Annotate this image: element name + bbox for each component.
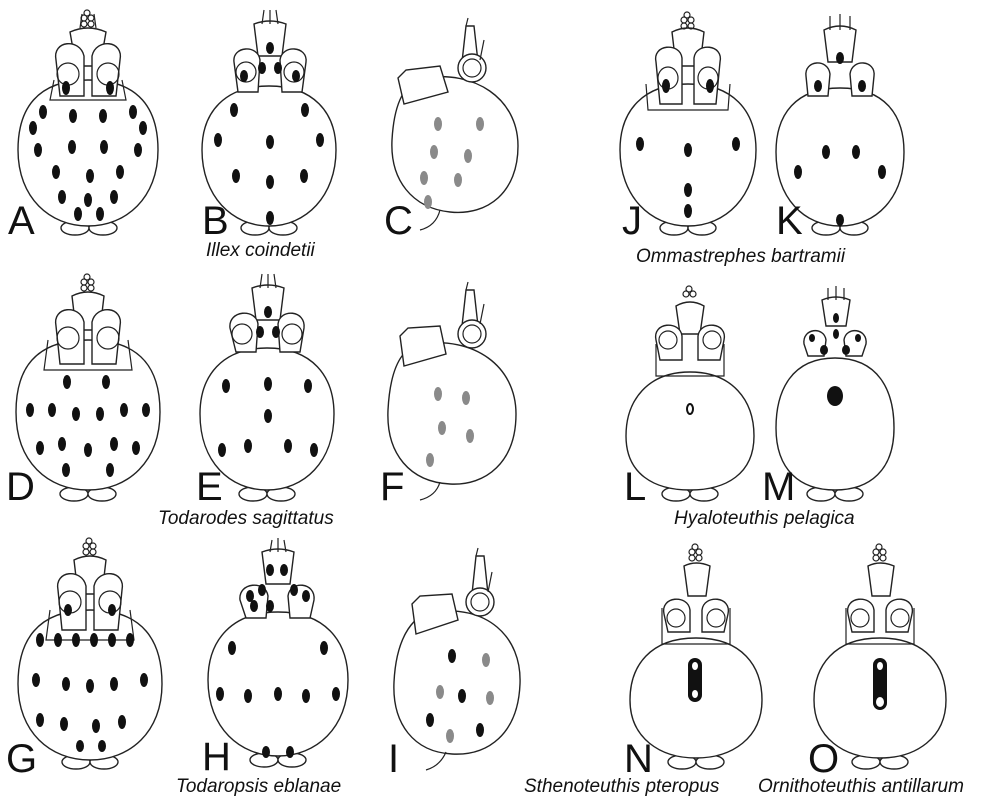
caption-todaropsis-eblanae: Todaropsis eblanae	[176, 776, 341, 797]
panel-a	[18, 10, 158, 235]
panel-d	[16, 274, 160, 501]
panel-i	[394, 548, 520, 770]
panel-n	[630, 544, 762, 769]
panel-letter-j: J	[622, 199, 642, 243]
panel-f	[388, 282, 516, 500]
squid-head-ventral	[18, 538, 162, 769]
squid-head-ventral	[814, 544, 946, 769]
caption-ornithoteuthis-antillarum: Ornithoteuthis antillarum	[758, 776, 964, 797]
panel-letter-k: K	[776, 199, 803, 243]
panel-g	[18, 538, 162, 769]
panel-letter-e: E	[196, 465, 223, 509]
panel-letter-l: L	[624, 465, 646, 509]
panel-letter-i: I	[388, 737, 399, 781]
panel-letter-n: N	[624, 737, 653, 781]
panel-letter-f: F	[380, 465, 404, 509]
panel-h	[208, 538, 348, 767]
caption-todarodes-sagittatus: Todarodes sagittatus	[158, 508, 334, 529]
photophores	[687, 404, 693, 414]
panel-letter-c: C	[384, 199, 413, 243]
caption-illex-coindetii: Illex coindetii	[206, 240, 316, 261]
squid-head-ventral	[630, 544, 762, 769]
panel-letter-b: B	[202, 199, 229, 243]
panel-letter-m: M	[762, 465, 795, 509]
photophores	[688, 658, 702, 702]
squid-head-lateral	[394, 548, 520, 770]
caption-hyaloteuthis-pelagica: Hyaloteuthis pelagica	[674, 508, 855, 529]
panel-letter-d: D	[6, 465, 35, 509]
squid-head-ventral	[16, 274, 160, 501]
panel-letter-g: G	[6, 737, 37, 781]
panel-letter-a: A	[8, 199, 35, 243]
panel-letter-h: H	[202, 735, 231, 779]
caption-ommastrephes-bartramii: Ommastrephes bartramii	[636, 246, 846, 267]
panel-letter-o: O	[808, 737, 839, 781]
squid-head-lateral	[388, 282, 516, 500]
photophores	[873, 658, 887, 710]
caption-sthenoteuthis-pteropus: Sthenoteuthis pteropus	[524, 776, 720, 797]
panel-o	[814, 544, 946, 769]
